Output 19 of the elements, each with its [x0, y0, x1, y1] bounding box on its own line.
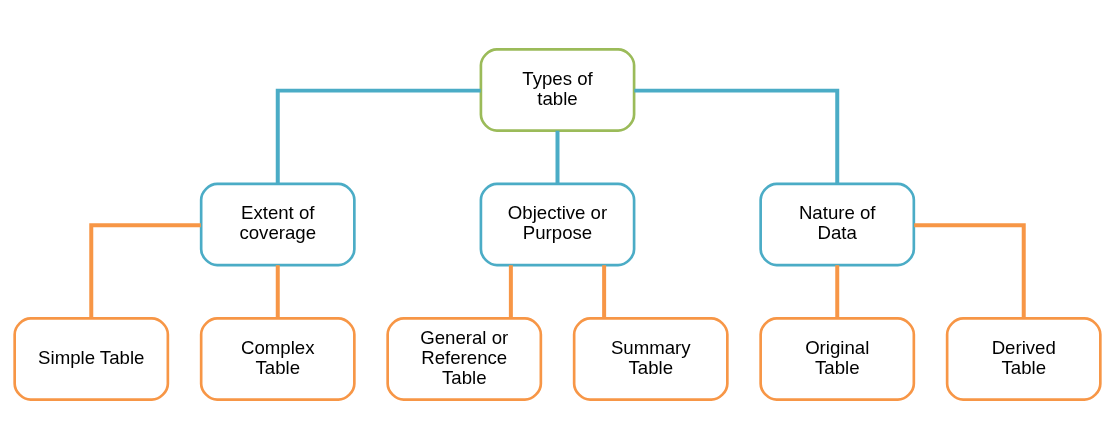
connector — [555, 130, 560, 183]
connector — [89, 222, 201, 318]
node-box: Simple Table — [13, 316, 170, 401]
node-box: Extent of coverage — [199, 182, 356, 266]
connector — [602, 264, 607, 318]
node-box: General or Reference Table — [386, 316, 543, 401]
node-box: Complex Table — [199, 316, 356, 401]
connector — [275, 88, 481, 184]
connector — [275, 264, 280, 318]
node-box: Nature of Data — [759, 182, 916, 266]
node-box: Derived Table — [945, 316, 1102, 401]
connector — [914, 222, 1026, 318]
connector — [508, 264, 513, 318]
node-box: Types of table — [479, 47, 636, 132]
connector — [634, 88, 840, 184]
node-box: Objective or Purpose — [479, 182, 636, 266]
node-box: Original Table — [759, 316, 916, 401]
connector — [835, 264, 840, 318]
node-box: Summary Table — [572, 316, 729, 401]
